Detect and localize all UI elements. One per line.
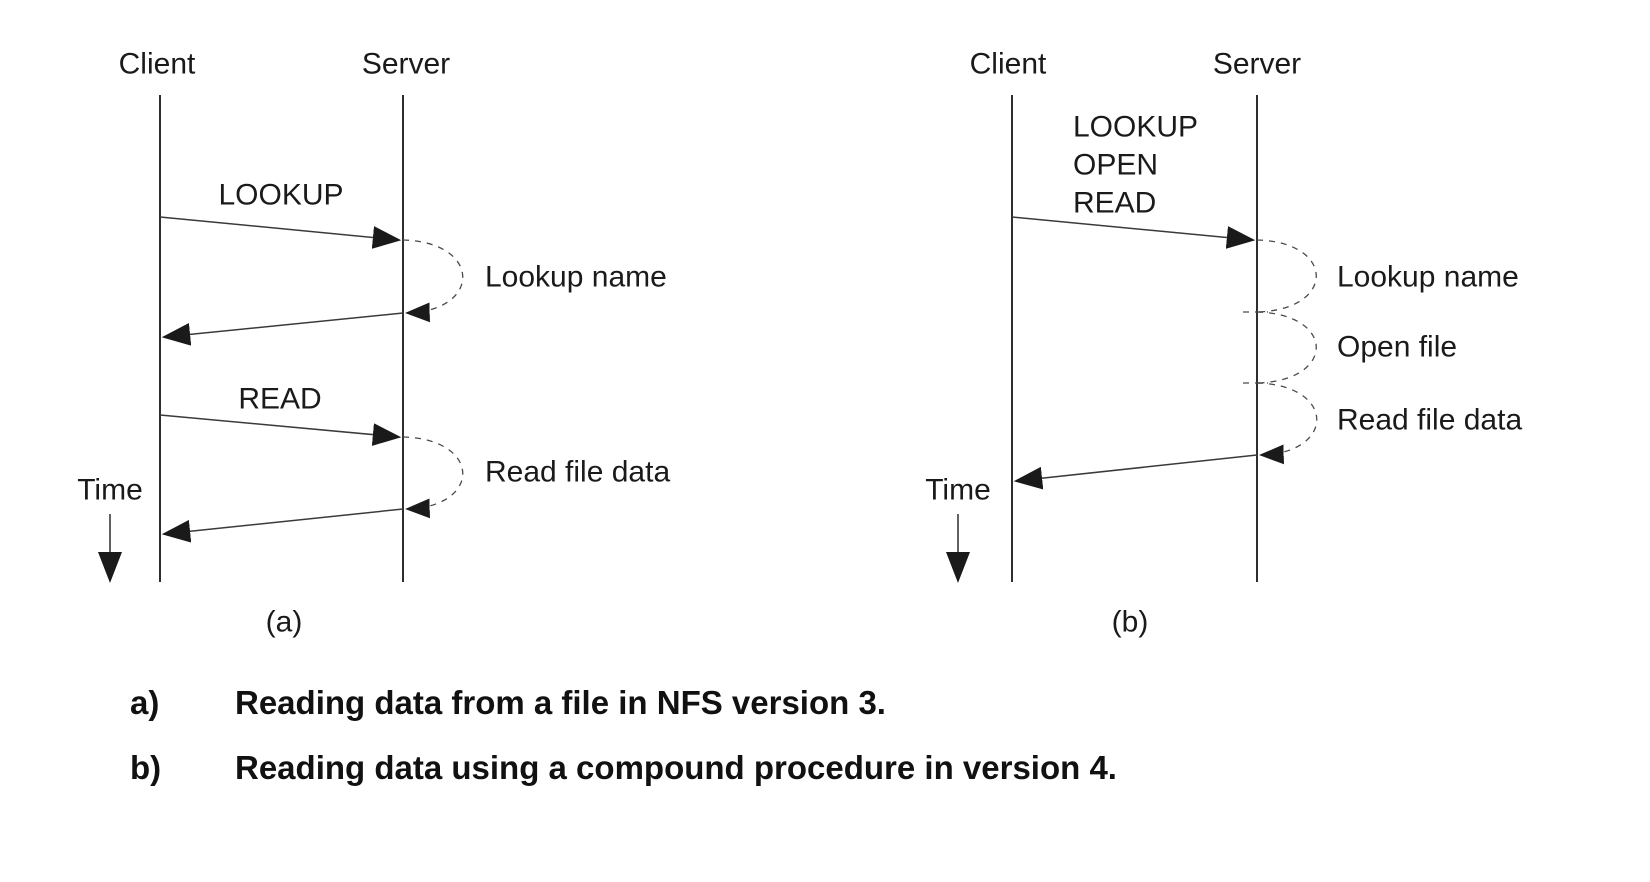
caption-b-marker: b) bbox=[130, 749, 162, 786]
panel-b-time-label: Time bbox=[925, 474, 991, 507]
panel-b-server-label: Server bbox=[1213, 48, 1301, 81]
panel-b-compound-request-arrow bbox=[1011, 216, 1256, 249]
caption-a-marker: a) bbox=[130, 684, 160, 721]
panel-a-time-label: Time bbox=[77, 474, 143, 507]
panel-a: Client Server LOOKUP Lookup name READ Re… bbox=[77, 48, 670, 639]
panel-a-lookup-request-label: LOOKUP bbox=[218, 179, 343, 212]
panel-b-compound-request-line-3: READ bbox=[1073, 187, 1156, 220]
panel-a-read-request-arrow bbox=[159, 414, 402, 446]
panel-a-read-request-label: READ bbox=[238, 383, 321, 416]
sequence-diagrams-canvas: Client Server LOOKUP Lookup name READ Re… bbox=[77, 48, 1522, 639]
caption-a-text: Reading data from a file in NFS version … bbox=[235, 684, 886, 721]
panel-a-time-arrowhead-icon bbox=[98, 552, 122, 583]
panel-b-compound-reply-arrow bbox=[1013, 454, 1258, 490]
panel-b-compound-request-line-2: OPEN bbox=[1073, 149, 1158, 182]
panel-b-time-arrowhead-icon bbox=[946, 552, 970, 583]
panel-b-read-internal-loop bbox=[1256, 382, 1318, 465]
panel-a-read-internal-loop bbox=[402, 436, 464, 519]
panel-b-lookup-internal-label: Lookup name bbox=[1337, 261, 1519, 294]
panel-a-lookup-reply-arrow bbox=[161, 312, 404, 346]
panel-a-lookup-internal-loop bbox=[402, 239, 464, 323]
panel-a-client-label: Client bbox=[119, 48, 196, 81]
panel-a-read-internal-label: Read file data bbox=[485, 456, 670, 489]
panel-a-lookup-internal-label: Lookup name bbox=[485, 261, 667, 294]
panel-b-read-internal-label: Read file data bbox=[1337, 404, 1522, 437]
panel-b-tag: (b) bbox=[1112, 606, 1149, 639]
panel-a-tag: (a) bbox=[266, 606, 303, 639]
panel-b: Client Server LOOKUP OPEN READ Lookup na… bbox=[925, 48, 1522, 639]
panel-b-compound-request-line-1: LOOKUP bbox=[1073, 111, 1198, 144]
panel-b-open-internal-label: Open file bbox=[1337, 331, 1457, 364]
panel-b-lookup-internal-loop bbox=[1256, 239, 1317, 313]
panel-a-lookup-request-arrow bbox=[159, 216, 402, 249]
caption-b-text: Reading data using a compound procedure … bbox=[235, 749, 1117, 786]
panel-a-read-reply-arrow bbox=[161, 508, 404, 543]
panel-b-client-label: Client bbox=[970, 48, 1047, 81]
panel-b-open-internal-loop bbox=[1256, 311, 1317, 384]
panel-a-server-label: Server bbox=[362, 48, 450, 81]
